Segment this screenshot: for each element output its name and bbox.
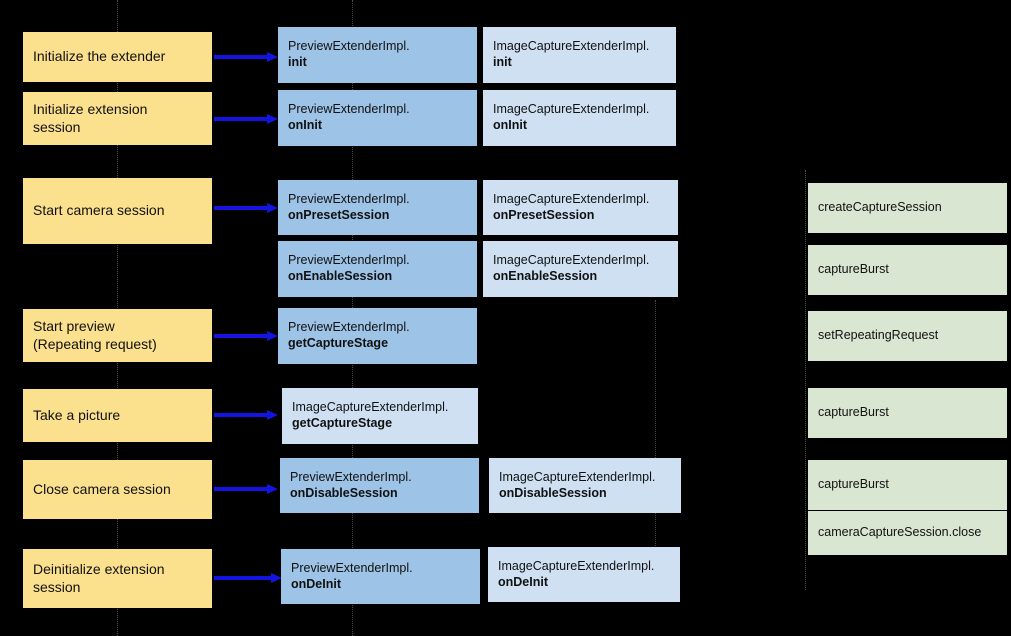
stage-label-line2: session	[33, 578, 81, 595]
camera-api-box-captureburst-2[interactable]: captureBurst	[808, 388, 1007, 438]
stage-box-start-camera-session[interactable]: Start camera session	[23, 178, 212, 244]
class-name: PreviewExtenderImpl.	[288, 253, 410, 268]
method-name: onEnableSession	[288, 269, 393, 283]
arrow-stage-3	[214, 331, 278, 341]
arrow-stage-4	[214, 410, 278, 420]
stage-box-close-camera-session[interactable]: Close camera session	[23, 460, 212, 519]
method-name: onPresetSession	[288, 207, 390, 222]
method-name: onInit	[288, 118, 323, 132]
camera-api-box-captureburst-3[interactable]: captureBurst	[808, 460, 1007, 510]
arrow-stage-2	[214, 203, 278, 213]
stage-label-line2: session	[33, 118, 81, 135]
class-name: ImageCaptureExtenderImpl.	[493, 191, 650, 206]
stage-box-deinitialize-extension-session[interactable]: Deinitialize extension session	[23, 549, 212, 608]
stage-box-initialize-extender[interactable]: Initialize the extender	[23, 32, 212, 82]
api-label: captureBurst	[818, 262, 889, 277]
api-label: captureBurst	[818, 477, 889, 492]
stage-label: Close camera session	[33, 480, 171, 497]
preview-extender-box-init[interactable]: PreviewExtenderImpl. init	[278, 27, 477, 83]
class-name: PreviewExtenderImpl.	[288, 191, 410, 206]
stage-label-line1: Start preview	[33, 318, 115, 334]
stage-label: Take a picture	[33, 406, 121, 423]
method-name: getCaptureStage	[288, 336, 389, 350]
class-name: ImageCaptureExtenderImpl.	[498, 558, 655, 573]
method-name: onDeInit	[498, 574, 548, 589]
preview-extender-box-getcapturestage[interactable]: PreviewExtenderImpl. getCaptureStage	[278, 308, 477, 364]
arrow-stage-5	[214, 484, 278, 494]
arrow-stage-6	[214, 573, 282, 583]
stage-label-line1: Initialize extension	[33, 101, 148, 117]
arrow-stage-0	[214, 52, 278, 62]
stage-label-line1: Deinitialize extension	[33, 561, 165, 577]
class-name: ImageCaptureExtenderImpl.	[493, 102, 650, 117]
class-name: ImageCaptureExtenderImpl.	[493, 253, 650, 268]
alignment-guide-col2	[655, 300, 656, 600]
image-capture-extender-box-init[interactable]: ImageCaptureExtenderImpl. init	[483, 27, 676, 83]
class-name: PreviewExtenderImpl.	[291, 560, 413, 575]
image-capture-extender-box-ondeinit[interactable]: ImageCaptureExtenderImpl. onDeInit	[488, 547, 680, 602]
method-name: init	[288, 55, 307, 69]
class-name: ImageCaptureExtenderImpl.	[493, 39, 650, 54]
preview-extender-box-onenablesession[interactable]: PreviewExtenderImpl. onEnableSession	[278, 241, 477, 297]
method-name: onDisableSession	[499, 485, 607, 500]
method-name: init	[493, 55, 512, 69]
method-name: onEnableSession	[493, 269, 598, 283]
image-capture-extender-box-onpresetsession[interactable]: ImageCaptureExtenderImpl. onPresetSessio…	[483, 180, 678, 235]
stage-label: Initialize the extender	[33, 48, 166, 65]
preview-extender-box-ondeinit[interactable]: PreviewExtenderImpl. onDeInit	[281, 549, 480, 604]
stage-box-start-preview[interactable]: Start preview (Repeating request)	[23, 309, 212, 362]
method-name: onDeInit	[291, 576, 341, 591]
class-name: ImageCaptureExtenderImpl.	[292, 400, 449, 415]
image-capture-extender-box-onenablesession[interactable]: ImageCaptureExtenderImpl. onEnableSessio…	[483, 241, 678, 297]
camera-api-box-setrepeatingrequest[interactable]: setRepeatingRequest	[808, 311, 1007, 361]
stage-label-line2: (Repeating request)	[33, 335, 157, 352]
preview-extender-box-ondisablesession[interactable]: PreviewExtenderImpl. onDisableSession	[280, 458, 479, 513]
stage-label: Start camera session	[33, 202, 165, 219]
alignment-guide-right	[805, 170, 806, 590]
class-name: PreviewExtenderImpl.	[288, 39, 410, 54]
camera-api-box-createcapturesession[interactable]: createCaptureSession	[808, 183, 1007, 233]
method-name: getCaptureStage	[292, 416, 393, 430]
api-label: setRepeatingRequest	[818, 328, 939, 343]
method-name: onPresetSession	[493, 207, 595, 222]
arrow-stage-1	[214, 114, 278, 124]
api-label: cameraCaptureSession.close	[818, 525, 982, 540]
class-name: PreviewExtenderImpl.	[288, 102, 410, 117]
api-label: captureBurst	[818, 405, 889, 420]
camera-api-box-captureburst-1[interactable]: captureBurst	[808, 245, 1007, 295]
image-capture-extender-box-ondisablesession[interactable]: ImageCaptureExtenderImpl. onDisableSessi…	[489, 458, 681, 513]
preview-extender-box-onpresetsession[interactable]: PreviewExtenderImpl. onPresetSession	[278, 180, 477, 235]
image-capture-extender-box-oninit[interactable]: ImageCaptureExtenderImpl. onInit	[483, 90, 676, 146]
method-name: onDisableSession	[290, 485, 398, 500]
api-label: createCaptureSession	[818, 200, 942, 215]
class-name: ImageCaptureExtenderImpl.	[499, 469, 656, 484]
method-name: onInit	[493, 118, 528, 132]
stage-box-take-a-picture[interactable]: Take a picture	[23, 389, 212, 442]
preview-extender-box-oninit[interactable]: PreviewExtenderImpl. onInit	[278, 90, 477, 146]
class-name: PreviewExtenderImpl.	[290, 469, 412, 484]
camera-api-box-cameracapturesession-close[interactable]: cameraCaptureSession.close	[808, 511, 1007, 555]
class-name: PreviewExtenderImpl.	[288, 320, 410, 335]
stage-box-initialize-extension-session[interactable]: Initialize extension session	[23, 92, 212, 145]
image-capture-extender-box-getcapturestage[interactable]: ImageCaptureExtenderImpl. getCaptureStag…	[282, 388, 478, 444]
